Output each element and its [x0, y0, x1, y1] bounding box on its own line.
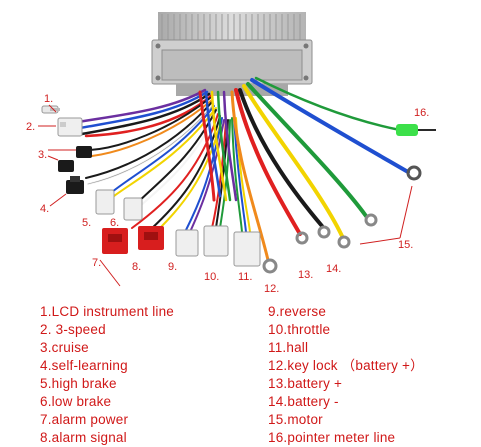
legend-item: 6.low brake: [40, 394, 112, 409]
legend-left-column: 1.LCD instrument line 2. 3-speed 3.cruis…: [40, 303, 174, 447]
legend-item: 11.hall: [268, 340, 309, 355]
legend-item: 3.cruise: [40, 340, 89, 355]
connector-throttle: [203, 225, 229, 257]
callout-13: 13.: [298, 269, 313, 281]
legend-item: 10.throttle: [268, 322, 331, 337]
connector-self-learning: [66, 176, 84, 194]
callout-2: 2.: [26, 121, 35, 133]
callout-16: 16.: [414, 107, 429, 119]
terminal-battery-plus: [295, 231, 309, 245]
controller-box: [151, 12, 313, 96]
callout-4: 4.: [40, 203, 49, 215]
legend-item: 15.motor: [268, 412, 323, 427]
terminal-motor: [337, 165, 422, 249]
legend-right-column: 9.reverse 10.throttle 11.hall 12.key loc…: [268, 303, 424, 447]
connector-alarm-power: [102, 228, 128, 254]
wire-bundle: [76, 76, 410, 262]
callout-6: 6.: [110, 217, 119, 229]
callout-7: 7.: [92, 257, 101, 269]
callout-15: 15.: [398, 239, 413, 251]
callout-labels: 1. 2. 3. 4. 5. 6. 7. 8. 9. 10. 11. 12. 1…: [26, 93, 429, 295]
callout-11: 11.: [238, 271, 252, 283]
connector-low-brake: [123, 197, 143, 221]
legend-item: 2. 3-speed: [40, 322, 106, 337]
connector-lcd-3speed: [41, 105, 83, 137]
legend-item: 8.alarm signal: [40, 430, 127, 445]
callout-9: 9.: [168, 261, 177, 273]
callout-10: 10.: [204, 271, 219, 283]
callout-8: 8.: [132, 261, 141, 273]
connector-reverse: [175, 229, 199, 257]
terminal-key-lock: [262, 258, 278, 274]
connector-hall: [233, 231, 261, 267]
legend-item: 1.LCD instrument line: [40, 304, 175, 319]
callout-5: 5.: [82, 217, 91, 229]
legend-item: 16.pointer meter line: [268, 430, 396, 445]
legend-item: 12.key lock （battery +）: [268, 358, 424, 373]
controller-wiring-diagram: 1. 2. 3. 4. 5. 6. 7. 8. 9. 10. 11. 12. 1…: [26, 12, 436, 295]
terminal-battery-minus: [317, 225, 331, 239]
legend-item: 5.high brake: [40, 376, 117, 391]
leader-lines: [38, 104, 413, 287]
pointer-meter-plug: [396, 124, 436, 136]
callout-14: 14.: [326, 263, 341, 275]
callout-12: 12.: [264, 283, 279, 295]
legend-item: 13.battery +: [268, 376, 343, 391]
legend-item: 14.battery -: [268, 394, 339, 409]
legend-item: 7.alarm power: [40, 412, 129, 427]
callout-1: 1.: [44, 93, 53, 105]
legend-item: 9.reverse: [268, 304, 327, 319]
connector-high-brake: [95, 189, 115, 215]
callout-3: 3.: [38, 149, 47, 161]
connector-cruise: [58, 146, 92, 172]
legend-item: 4.self-learning: [40, 358, 128, 373]
connector-alarm-signal: [138, 226, 164, 250]
